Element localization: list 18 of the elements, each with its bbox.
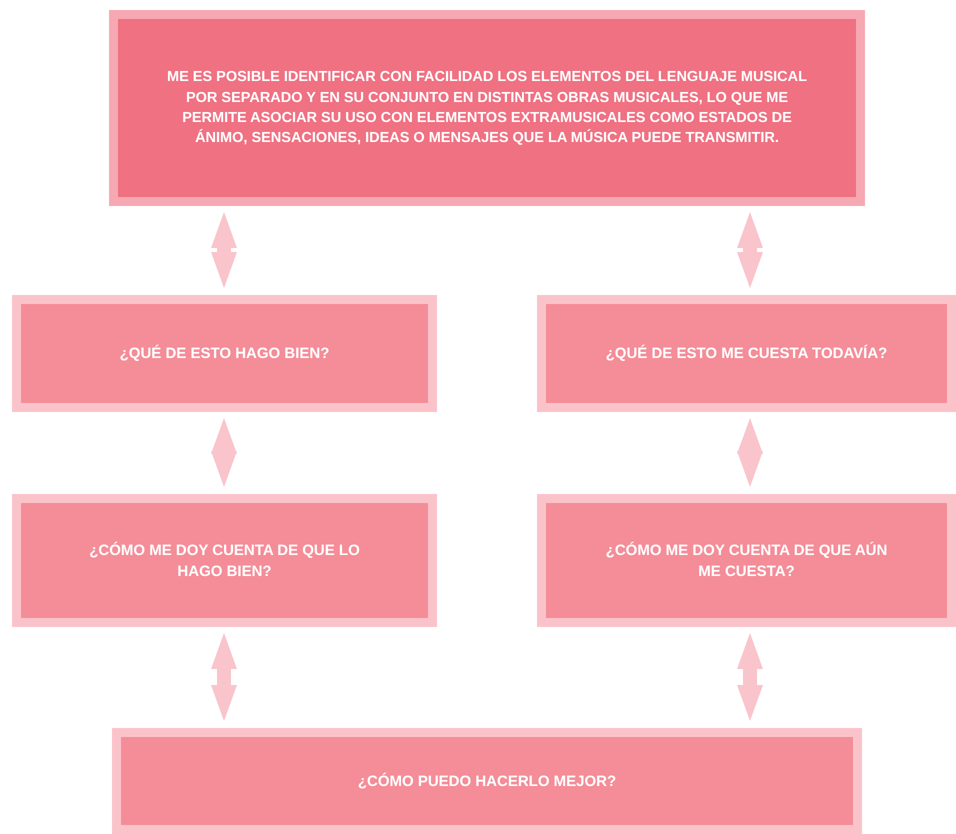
process-box: [537, 494, 956, 627]
box-text: ¿CÓMO PUEDO HACERLO MEJOR?: [358, 772, 616, 792]
double-arrow: [211, 212, 237, 288]
process-box: [109, 10, 865, 206]
box-text: ¿CÓMO ME DOY CUENTA DE QUE LO HAGO BIEN?: [88, 540, 361, 582]
double-arrow: [737, 212, 763, 288]
double-arrow: [211, 633, 237, 721]
process-box: [12, 494, 437, 627]
box-text: ¿QUÉ DE ESTO HAGO BIEN?: [120, 344, 330, 364]
box-text: ¿QUÉ DE ESTO ME CUESTA TODAVÍA?: [606, 344, 888, 364]
double-arrow: [211, 418, 237, 487]
process-box: [12, 295, 437, 412]
process-box: [537, 295, 956, 412]
box-text: ¿CÓMO ME DOY CUENTA DE QUE AÚN ME CUESTA?: [604, 540, 888, 582]
double-arrow: [737, 633, 763, 721]
box-text: ME ES POSIBLE IDENTIFICAR CON FACILIDAD LOS ELEMENTOS DEL LENGUAJE MUSICAL POR SEPARADO Y EN SU CONJUNTO EN DISTINTAS OBRAS MUSICALES, LO QUE ME PERMITE ASOCIAR SU USO CON ELEMENTOS EXTRAMUSICALES COMO ESTADOS DE ÁNIMO, SENSACIONES, IDEAS O MENSAJES QUE LA MÚSICA PUEDE TRANSMITIR.: [166, 68, 808, 148]
double-arrow: [737, 418, 763, 487]
process-box: [112, 728, 862, 834]
